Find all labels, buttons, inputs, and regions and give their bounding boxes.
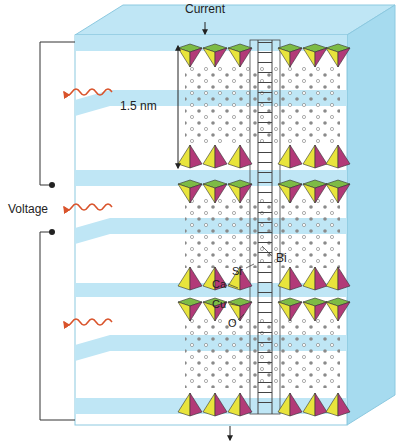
unit-cell <box>250 40 280 414</box>
label: 1.5 nm <box>120 100 157 112</box>
label: Cu <box>212 299 226 310</box>
label: Current <box>185 3 225 15</box>
dimension-arrow <box>178 46 179 168</box>
current-arrow <box>230 426 231 440</box>
label: O <box>228 318 237 329</box>
terminal <box>49 182 55 188</box>
current-arrow <box>205 22 206 34</box>
label: Ca <box>212 279 226 290</box>
atom-dots <box>185 65 340 388</box>
radiation-wave <box>64 89 112 325</box>
leader-line <box>228 246 272 320</box>
voltage-wire <box>40 42 75 420</box>
label: Voltage <box>8 203 48 215</box>
layer-bands <box>75 35 347 414</box>
label: Bi <box>276 252 287 264</box>
front-face <box>75 35 347 425</box>
terminal <box>49 229 55 235</box>
top-face <box>75 5 395 35</box>
copper-oxide-polyhedra <box>178 44 350 416</box>
label: Sr <box>232 266 243 277</box>
side-face <box>347 5 395 425</box>
